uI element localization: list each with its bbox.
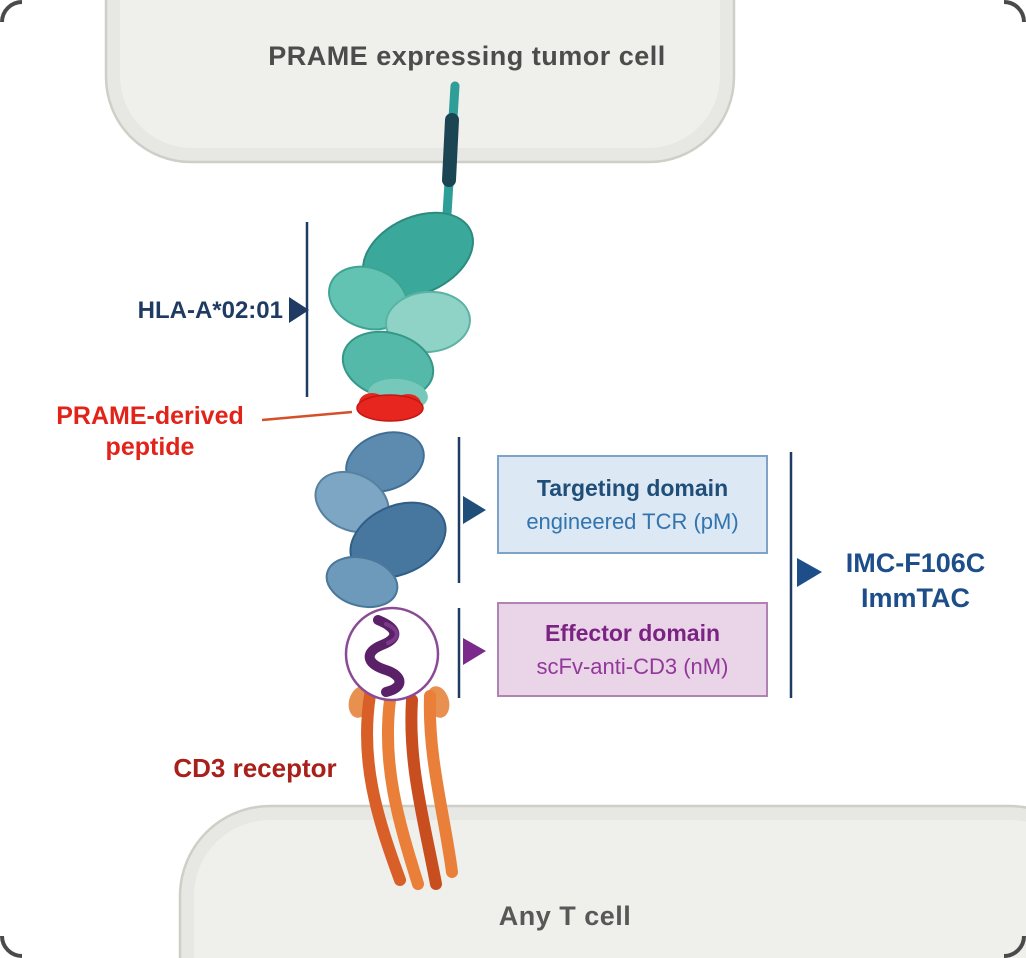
t-cell-label: Any T cell — [498, 901, 632, 931]
targeting-domain-title: Targeting domain — [536, 474, 729, 501]
antigen-stem — [442, 81, 460, 219]
targeting-domain-box: Targeting domain engineered TCR (pM) — [497, 455, 768, 554]
immtac-bracket — [789, 452, 822, 698]
targeting-arrow-icon — [463, 496, 486, 524]
hla-arrow-icon — [289, 297, 309, 323]
targeting-bracket — [457, 437, 486, 583]
targeting-domain-subtitle: engineered TCR (pM) — [526, 508, 739, 534]
effector-arrow-icon — [463, 638, 486, 665]
hla-molecule — [328, 211, 474, 412]
prame-peptide-label-line2: peptide — [105, 433, 195, 462]
immtac-label-line1: IMC-F106C — [845, 548, 986, 578]
scfv-domain-shape — [344, 606, 440, 702]
peptide-pointer-line — [261, 410, 353, 422]
prame-peptide-shape — [356, 393, 424, 422]
tcr-molecule — [314, 431, 447, 608]
hla-bracket — [289, 222, 309, 397]
cd3-receptor-label: CD3 receptor — [173, 753, 337, 783]
immtac-label: IMC-F106C ImmTAC — [828, 546, 1003, 616]
t-cell-shape — [178, 804, 1026, 958]
prame-peptide-label-line1: PRAME-derived — [56, 402, 244, 430]
immtac-label-line2: ImmTAC — [860, 583, 970, 614]
immtac-arrow-icon — [797, 558, 822, 587]
prame-peptide-label: PRAME-derived peptide — [35, 401, 265, 464]
cd3-receptor-strands — [348, 686, 458, 890]
hla-label: HLA-A*02:01 — [137, 297, 283, 324]
effector-domain-subtitle: scFv-anti-CD3 (nM) — [536, 653, 729, 679]
effector-domain-title: Effector domain — [544, 619, 721, 646]
effector-bracket — [457, 608, 486, 698]
tumor-cell-label: PRAME expressing tumor cell — [268, 41, 666, 71]
effector-domain-box: Effector domain scFv-anti-CD3 (nM) — [497, 602, 768, 697]
tumor-cell-shape — [104, 0, 736, 164]
